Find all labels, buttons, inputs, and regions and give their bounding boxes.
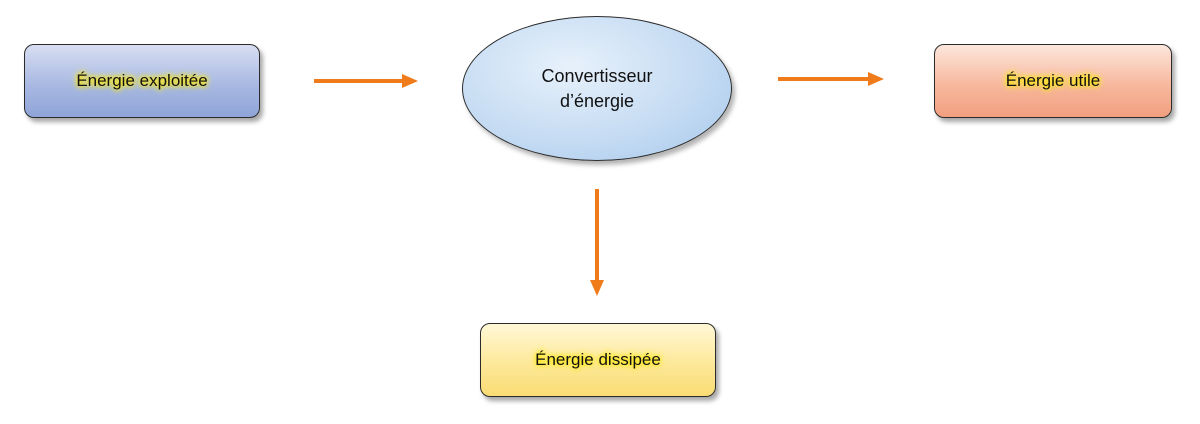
arrow-converter-to-dissipated <box>590 189 604 296</box>
dissipated-energy-label: Énergie dissipée <box>535 350 661 369</box>
arrow-converter-to-useful <box>778 72 884 86</box>
energy-converter-ellipse: Convertisseur d’énergie <box>462 16 732 161</box>
arrow-exploited-to-converter <box>314 74 418 88</box>
converter-label-line2: d’énergie <box>559 90 635 111</box>
useful-energy-box: Énergie utile <box>934 44 1172 118</box>
exploited-energy-label: Énergie exploitée <box>76 71 208 90</box>
exploited-energy-box: Énergie exploitée <box>24 44 260 118</box>
dissipated-energy-box: Énergie dissipée <box>480 323 716 397</box>
useful-energy-label: Énergie utile <box>1005 71 1101 90</box>
converter-label-line1: Convertisseur <box>541 66 653 87</box>
